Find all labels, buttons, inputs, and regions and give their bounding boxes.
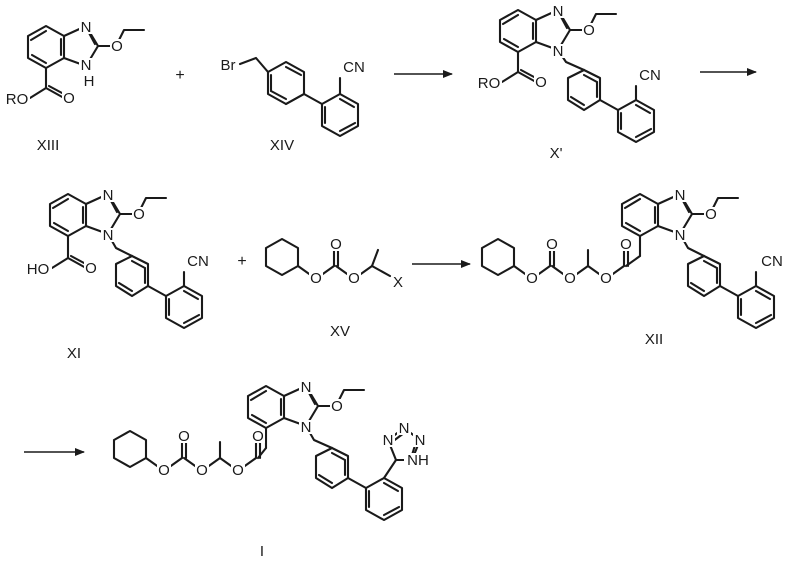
xi-atom-n1: N bbox=[103, 187, 114, 204]
compound-label-xiii: XIII bbox=[37, 137, 60, 154]
xii-atom-o-c: O bbox=[564, 270, 576, 287]
i-atom-o-d: O bbox=[232, 462, 244, 479]
plus-sign-2: + bbox=[237, 253, 246, 270]
xiii-atom-o-carbonyl: O bbox=[63, 90, 75, 107]
compound-x-prime: N N O O RO CN X' bbox=[476, 3, 661, 162]
xiii-atom-h: H bbox=[84, 73, 95, 90]
xi-atom-ho: HO bbox=[27, 261, 50, 278]
i-atom-o-a: O bbox=[158, 462, 170, 479]
xii-atom-n1: N bbox=[675, 187, 686, 204]
i-atom-o-b: O bbox=[178, 428, 190, 445]
xii-atom-o-ester-carbonyl: O bbox=[620, 236, 632, 253]
i-atom-tetrazole-n1: N bbox=[383, 432, 394, 449]
xii-atom-o-a: O bbox=[526, 270, 538, 287]
xi-atom-o-ether: O bbox=[133, 206, 145, 223]
compound-xi: N N O O HO CN XI bbox=[24, 187, 209, 362]
compound-label-xii: XII bbox=[645, 331, 663, 348]
x-prime-atom-o-carbonyl: O bbox=[535, 74, 547, 91]
xiii-atom-o-ether: O bbox=[111, 38, 123, 55]
x-prime-atom-ro: RO bbox=[478, 75, 501, 92]
xii-atom-o-ether: O bbox=[705, 206, 717, 223]
xi-atom-o-carbonyl: O bbox=[85, 260, 97, 277]
compound-xiii: N N H O O RO XIII bbox=[4, 19, 146, 154]
xii-atom-o-b: O bbox=[546, 236, 558, 253]
xv-atom-o1: O bbox=[310, 270, 322, 287]
xii-atom-o-d: O bbox=[600, 270, 612, 287]
x-prime-atom-cn: CN bbox=[639, 67, 661, 84]
xv-atom-o3: O bbox=[348, 270, 360, 287]
i-atom-tetrazole-n3: N bbox=[415, 432, 426, 449]
i-atom-n1: N bbox=[301, 379, 312, 396]
compound-label-xi: XI bbox=[67, 345, 81, 362]
i-atom-o-ether: O bbox=[331, 398, 343, 415]
i-atom-o-ester-carbonyl: O bbox=[252, 428, 264, 445]
xiii-atom-ro: RO bbox=[6, 91, 29, 108]
i-atom-o-c: O bbox=[196, 462, 208, 479]
i-atom-tetrazole-nh: NH bbox=[407, 452, 429, 469]
xv-atom-x: X bbox=[393, 274, 403, 291]
compound-label-xv: XV bbox=[330, 323, 350, 340]
i-atom-tetrazole-n2: N bbox=[399, 420, 410, 437]
xv-atom-o2: O bbox=[330, 236, 342, 253]
compound-label-xiv: XIV bbox=[270, 137, 294, 154]
compound-xv: O O O X XV bbox=[264, 236, 403, 340]
xiii-atom-nh: N bbox=[81, 57, 92, 74]
xiii-atom-n1: N bbox=[81, 19, 92, 36]
compound-label-x-prime: X' bbox=[550, 145, 563, 162]
x-prime-atom-o-ether: O bbox=[583, 22, 595, 39]
compound-xiv: Br CN XIV bbox=[221, 56, 365, 154]
plus-sign-1: + bbox=[175, 67, 184, 84]
xiv-atom-br: Br bbox=[221, 57, 236, 74]
xii-atom-cn: CN bbox=[761, 253, 783, 270]
x-prime-atom-n2: N bbox=[553, 43, 564, 60]
xiv-atom-cn: CN bbox=[343, 59, 365, 76]
i-atom-n2: N bbox=[301, 419, 312, 436]
compound-label-i: I bbox=[260, 543, 264, 560]
xi-atom-n2: N bbox=[103, 227, 114, 244]
x-prime-atom-n1: N bbox=[553, 3, 564, 20]
compound-xii: N N O O O O O O CN XII bbox=[480, 187, 783, 348]
xi-atom-cn: CN bbox=[187, 253, 209, 270]
xii-atom-n2: N bbox=[675, 227, 686, 244]
compound-i: N N O O O O O O N N N NH I bbox=[112, 379, 432, 560]
